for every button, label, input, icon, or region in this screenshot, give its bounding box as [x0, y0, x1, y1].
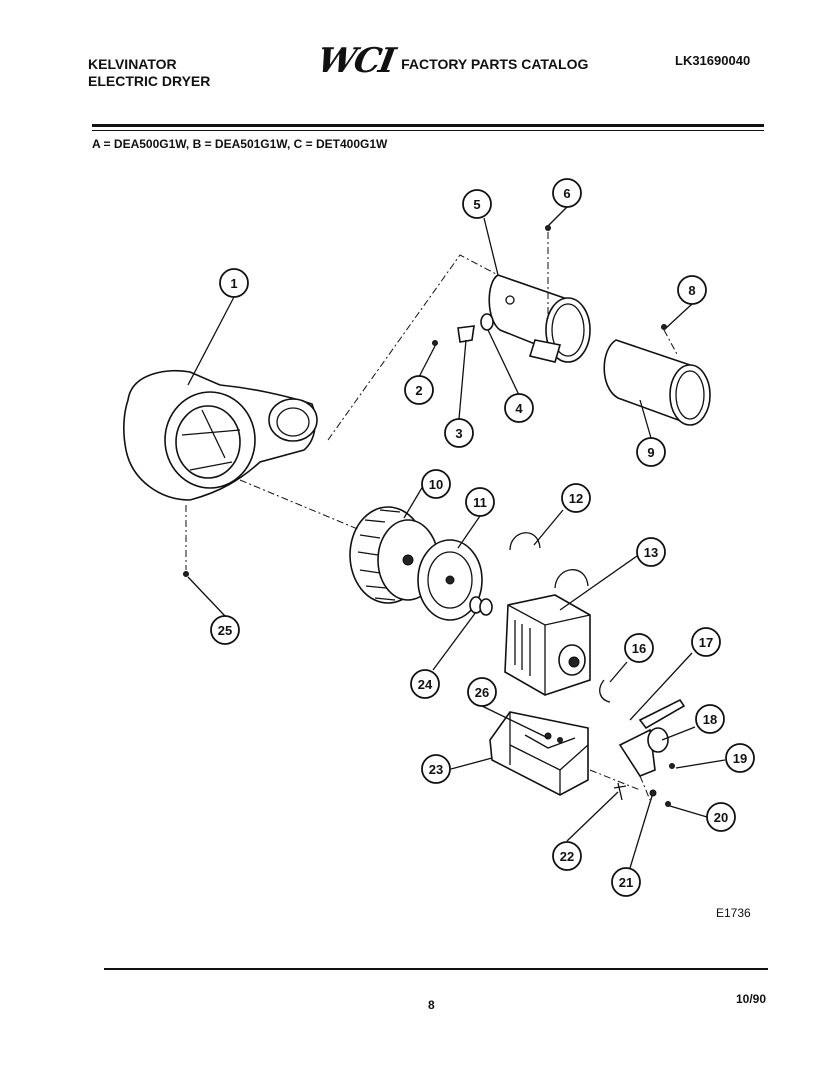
callout-5: 5	[462, 189, 492, 219]
svg-text:3: 3	[455, 426, 462, 441]
svg-text:6: 6	[563, 186, 570, 201]
svg-text:21: 21	[619, 875, 633, 890]
callout-19: 19	[725, 743, 755, 773]
callout-22: 22	[552, 841, 582, 871]
callout-3: 3	[444, 418, 474, 448]
callout-13: 13	[636, 537, 666, 567]
blower-housing-part	[123, 369, 318, 501]
figure-id: E1736	[716, 906, 751, 920]
callout-6: 6	[552, 178, 582, 208]
svg-text:2: 2	[415, 383, 422, 398]
callout-17: 17	[691, 627, 721, 657]
washer-part	[469, 596, 493, 616]
svg-text:4: 4	[515, 401, 523, 416]
callout-24: 24	[410, 669, 440, 699]
catalog-header: WCI FACTORY PARTS CATALOG	[314, 41, 589, 81]
drive-motor-part	[504, 594, 591, 696]
model-legend: A = DEA500G1W, B = DEA501G1W, C = DET400…	[92, 137, 388, 151]
callout-1: 1	[219, 268, 249, 298]
callout-8: 8	[677, 275, 707, 305]
brand-block: KELVINATOR ELECTRIC DRYER	[88, 56, 210, 90]
motor-mount-part	[489, 711, 589, 796]
header-rule-thin	[92, 130, 764, 131]
svg-text:13: 13	[644, 545, 658, 560]
svg-text:11: 11	[473, 495, 487, 510]
callout-18: 18	[695, 704, 725, 734]
header-rule-thick	[92, 124, 764, 127]
catalog-number: LK31690040	[675, 53, 751, 68]
catalog-title: FACTORY PARTS CATALOG	[401, 56, 589, 72]
svg-text:24: 24	[418, 677, 433, 692]
svg-text:19: 19	[733, 751, 747, 766]
svg-text:20: 20	[714, 810, 728, 825]
callout-4: 4	[504, 393, 534, 423]
callout-21: 21	[611, 867, 641, 897]
callout-12: 12	[561, 483, 591, 513]
svg-text:22: 22	[560, 849, 574, 864]
small-fasteners-group	[432, 225, 667, 346]
svg-text:16: 16	[632, 641, 646, 656]
leader-lines	[187, 206, 726, 869]
callout-20: 20	[706, 802, 736, 832]
assembly-lines	[185, 232, 679, 801]
callout-9: 9	[636, 437, 666, 467]
svg-text:9: 9	[647, 445, 654, 460]
heater-housing-part	[488, 274, 591, 363]
svg-text:8: 8	[688, 283, 695, 298]
svg-text:18: 18	[703, 712, 717, 727]
svg-text:12: 12	[569, 491, 583, 506]
callout-26: 26	[467, 677, 497, 707]
footer-rule	[104, 968, 768, 970]
idler-assembly-part	[613, 698, 686, 807]
blower-seal-part	[417, 539, 483, 621]
svg-text:1: 1	[230, 276, 237, 291]
callout-16: 16	[624, 633, 654, 663]
motor-clamp-part	[509, 532, 589, 589]
callout-2: 2	[404, 375, 434, 405]
svg-text:5: 5	[473, 197, 480, 212]
svg-text:25: 25	[218, 623, 232, 638]
callout-25: 25	[210, 615, 240, 645]
svg-text:10: 10	[429, 477, 443, 492]
product-type: ELECTRIC DRYER	[88, 73, 211, 89]
callout-11: 11	[465, 487, 495, 517]
svg-text:17: 17	[699, 635, 713, 650]
screw-part	[183, 571, 189, 577]
callout-10: 10	[421, 469, 451, 499]
motor-clip-part	[599, 679, 611, 703]
heater-element-part	[603, 339, 711, 426]
brand-name: KELVINATOR	[88, 56, 177, 72]
svg-text:26: 26	[475, 685, 489, 700]
page-number: 8	[428, 998, 435, 1012]
callout-23: 23	[421, 754, 451, 784]
page-date: 10/90	[736, 992, 767, 1006]
svg-text:23: 23	[429, 762, 443, 777]
